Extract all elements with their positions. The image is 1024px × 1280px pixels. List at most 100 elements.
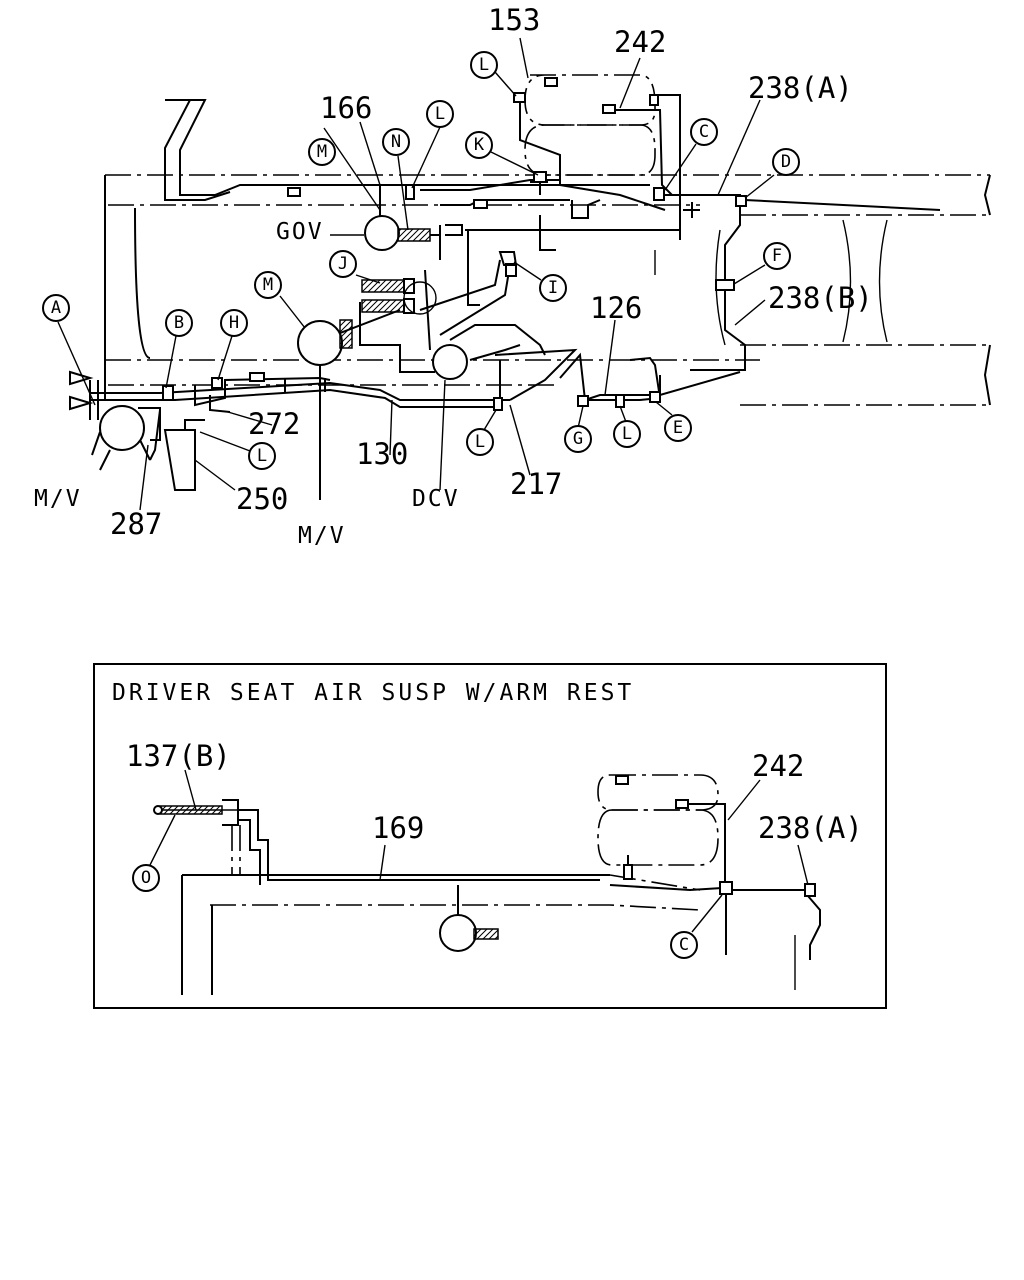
svg-text:C: C bbox=[699, 122, 709, 142]
main-diagram: L M N L K C D J I F M A B H L L G L E 15… bbox=[34, 3, 991, 549]
callout-k: K bbox=[465, 131, 493, 159]
svg-text:E: E bbox=[673, 418, 683, 438]
callout-e: E bbox=[664, 414, 692, 442]
label-287: 287 bbox=[110, 507, 162, 541]
hose-137b bbox=[159, 805, 223, 815]
inset-callout-o: O bbox=[132, 864, 160, 892]
label-242: 242 bbox=[614, 25, 666, 59]
fitting-h bbox=[211, 377, 223, 389]
inset-governor-hose bbox=[473, 928, 499, 940]
svg-text:J: J bbox=[338, 254, 348, 274]
callout-a: A bbox=[42, 294, 70, 322]
svg-text:A: A bbox=[51, 298, 61, 318]
inset-driver-seat: DRIVER SEAT AIR SUSP W/ARM REST bbox=[93, 663, 887, 1009]
label-mv-left: M/V bbox=[34, 486, 82, 512]
inset-label-169: 169 bbox=[372, 811, 424, 845]
fitting-f bbox=[715, 279, 735, 291]
callout-m-mv: M bbox=[254, 271, 282, 299]
inset-label-137b: 137(B) bbox=[126, 739, 231, 773]
svg-text:L: L bbox=[479, 55, 489, 75]
tank-drain-valve bbox=[649, 94, 659, 106]
inset-tank-fitting-mid bbox=[675, 799, 689, 809]
callout-circles: L M N L K C D J I F M A B H L L G L E bbox=[42, 51, 800, 470]
callout-j: J bbox=[329, 250, 357, 278]
inset-tank-fitting-top bbox=[615, 775, 629, 785]
label-dcv: DCV bbox=[412, 486, 460, 512]
inset-label-242: 242 bbox=[752, 749, 804, 783]
callout-n: N bbox=[382, 128, 410, 156]
label-238b: 238(B) bbox=[768, 281, 873, 315]
pipe-runs bbox=[90, 99, 941, 500]
tank-fitting-mid bbox=[602, 104, 616, 114]
fitting-l-top bbox=[405, 184, 415, 200]
inset-label-238a: 238(A) bbox=[758, 811, 863, 845]
svg-text:F: F bbox=[772, 246, 782, 266]
inset-tank-drain bbox=[623, 864, 633, 880]
callout-l-gov: L bbox=[426, 100, 454, 128]
governor bbox=[364, 215, 400, 251]
svg-text:C: C bbox=[679, 935, 689, 955]
svg-text:L: L bbox=[435, 104, 445, 124]
svg-text:M: M bbox=[317, 142, 327, 162]
callout-d: D bbox=[772, 148, 800, 176]
callout-g: G bbox=[564, 425, 592, 453]
leader-lines bbox=[57, 37, 775, 511]
callout-f: F bbox=[763, 242, 791, 270]
inset-border bbox=[93, 663, 887, 1009]
fitting-d bbox=[735, 195, 747, 207]
callout-l-250: L bbox=[248, 442, 276, 470]
label-217: 217 bbox=[510, 467, 562, 501]
svg-text:H: H bbox=[229, 313, 239, 333]
hose-137b-end bbox=[153, 805, 163, 815]
svg-text:L: L bbox=[257, 446, 267, 466]
callout-i: I bbox=[539, 274, 567, 302]
label-272: 272 bbox=[248, 407, 300, 441]
part-labels: 153 242 238(A) 166 GOV 238(B) 126 272 13… bbox=[34, 3, 873, 549]
tank-fitting-top bbox=[544, 77, 558, 87]
tank-connector-l bbox=[513, 92, 526, 103]
svg-text:N: N bbox=[391, 132, 401, 152]
air-tank-assembly bbox=[513, 74, 681, 240]
governor-hose bbox=[397, 228, 431, 242]
hose-j-lower bbox=[361, 299, 405, 313]
fitting-l-dcv bbox=[493, 397, 503, 411]
pipe-clip-mid bbox=[473, 199, 488, 209]
svg-text:L: L bbox=[475, 432, 485, 452]
hose-j-end-lower bbox=[403, 298, 415, 314]
fitting-k bbox=[533, 171, 547, 183]
callout-b: B bbox=[165, 309, 193, 337]
callout-l-dcv: L bbox=[466, 428, 494, 456]
pipe-clip-left bbox=[249, 372, 265, 382]
svg-text:D: D bbox=[781, 152, 791, 172]
fitting-c bbox=[653, 187, 665, 201]
callout-l-top-tank: L bbox=[470, 51, 498, 79]
fitting-b bbox=[162, 385, 174, 401]
label-238a: 238(A) bbox=[748, 71, 853, 105]
label-153: 153 bbox=[488, 3, 540, 37]
fitting-l-g bbox=[615, 394, 625, 408]
svg-text:I: I bbox=[548, 278, 558, 298]
svg-text:O: O bbox=[141, 868, 151, 888]
inset-title: DRIVER SEAT AIR SUSP W/ARM REST bbox=[112, 680, 634, 706]
fitting-g bbox=[577, 395, 589, 407]
fitting-e bbox=[649, 391, 661, 403]
label-166: 166 bbox=[320, 91, 372, 125]
inset-fitting-238a bbox=[804, 883, 816, 897]
callout-m-gov: M bbox=[308, 138, 336, 166]
magnetic-valve-hose bbox=[339, 319, 353, 349]
components bbox=[69, 171, 747, 491]
hose-j-upper bbox=[361, 279, 405, 293]
svg-text:B: B bbox=[174, 313, 184, 333]
callout-c: C bbox=[690, 118, 718, 146]
label-126: 126 bbox=[590, 291, 642, 325]
magnetic-valve-left bbox=[99, 405, 145, 451]
inset-fitting-c bbox=[719, 881, 733, 895]
callout-h: H bbox=[220, 309, 248, 337]
label-mv-mid: M/V bbox=[298, 523, 346, 549]
svg-text:L: L bbox=[622, 424, 632, 444]
label-gov: GOV bbox=[276, 219, 324, 245]
inset-governor bbox=[439, 914, 477, 952]
svg-text:G: G bbox=[573, 429, 583, 449]
pipe-clip-top bbox=[287, 187, 301, 197]
